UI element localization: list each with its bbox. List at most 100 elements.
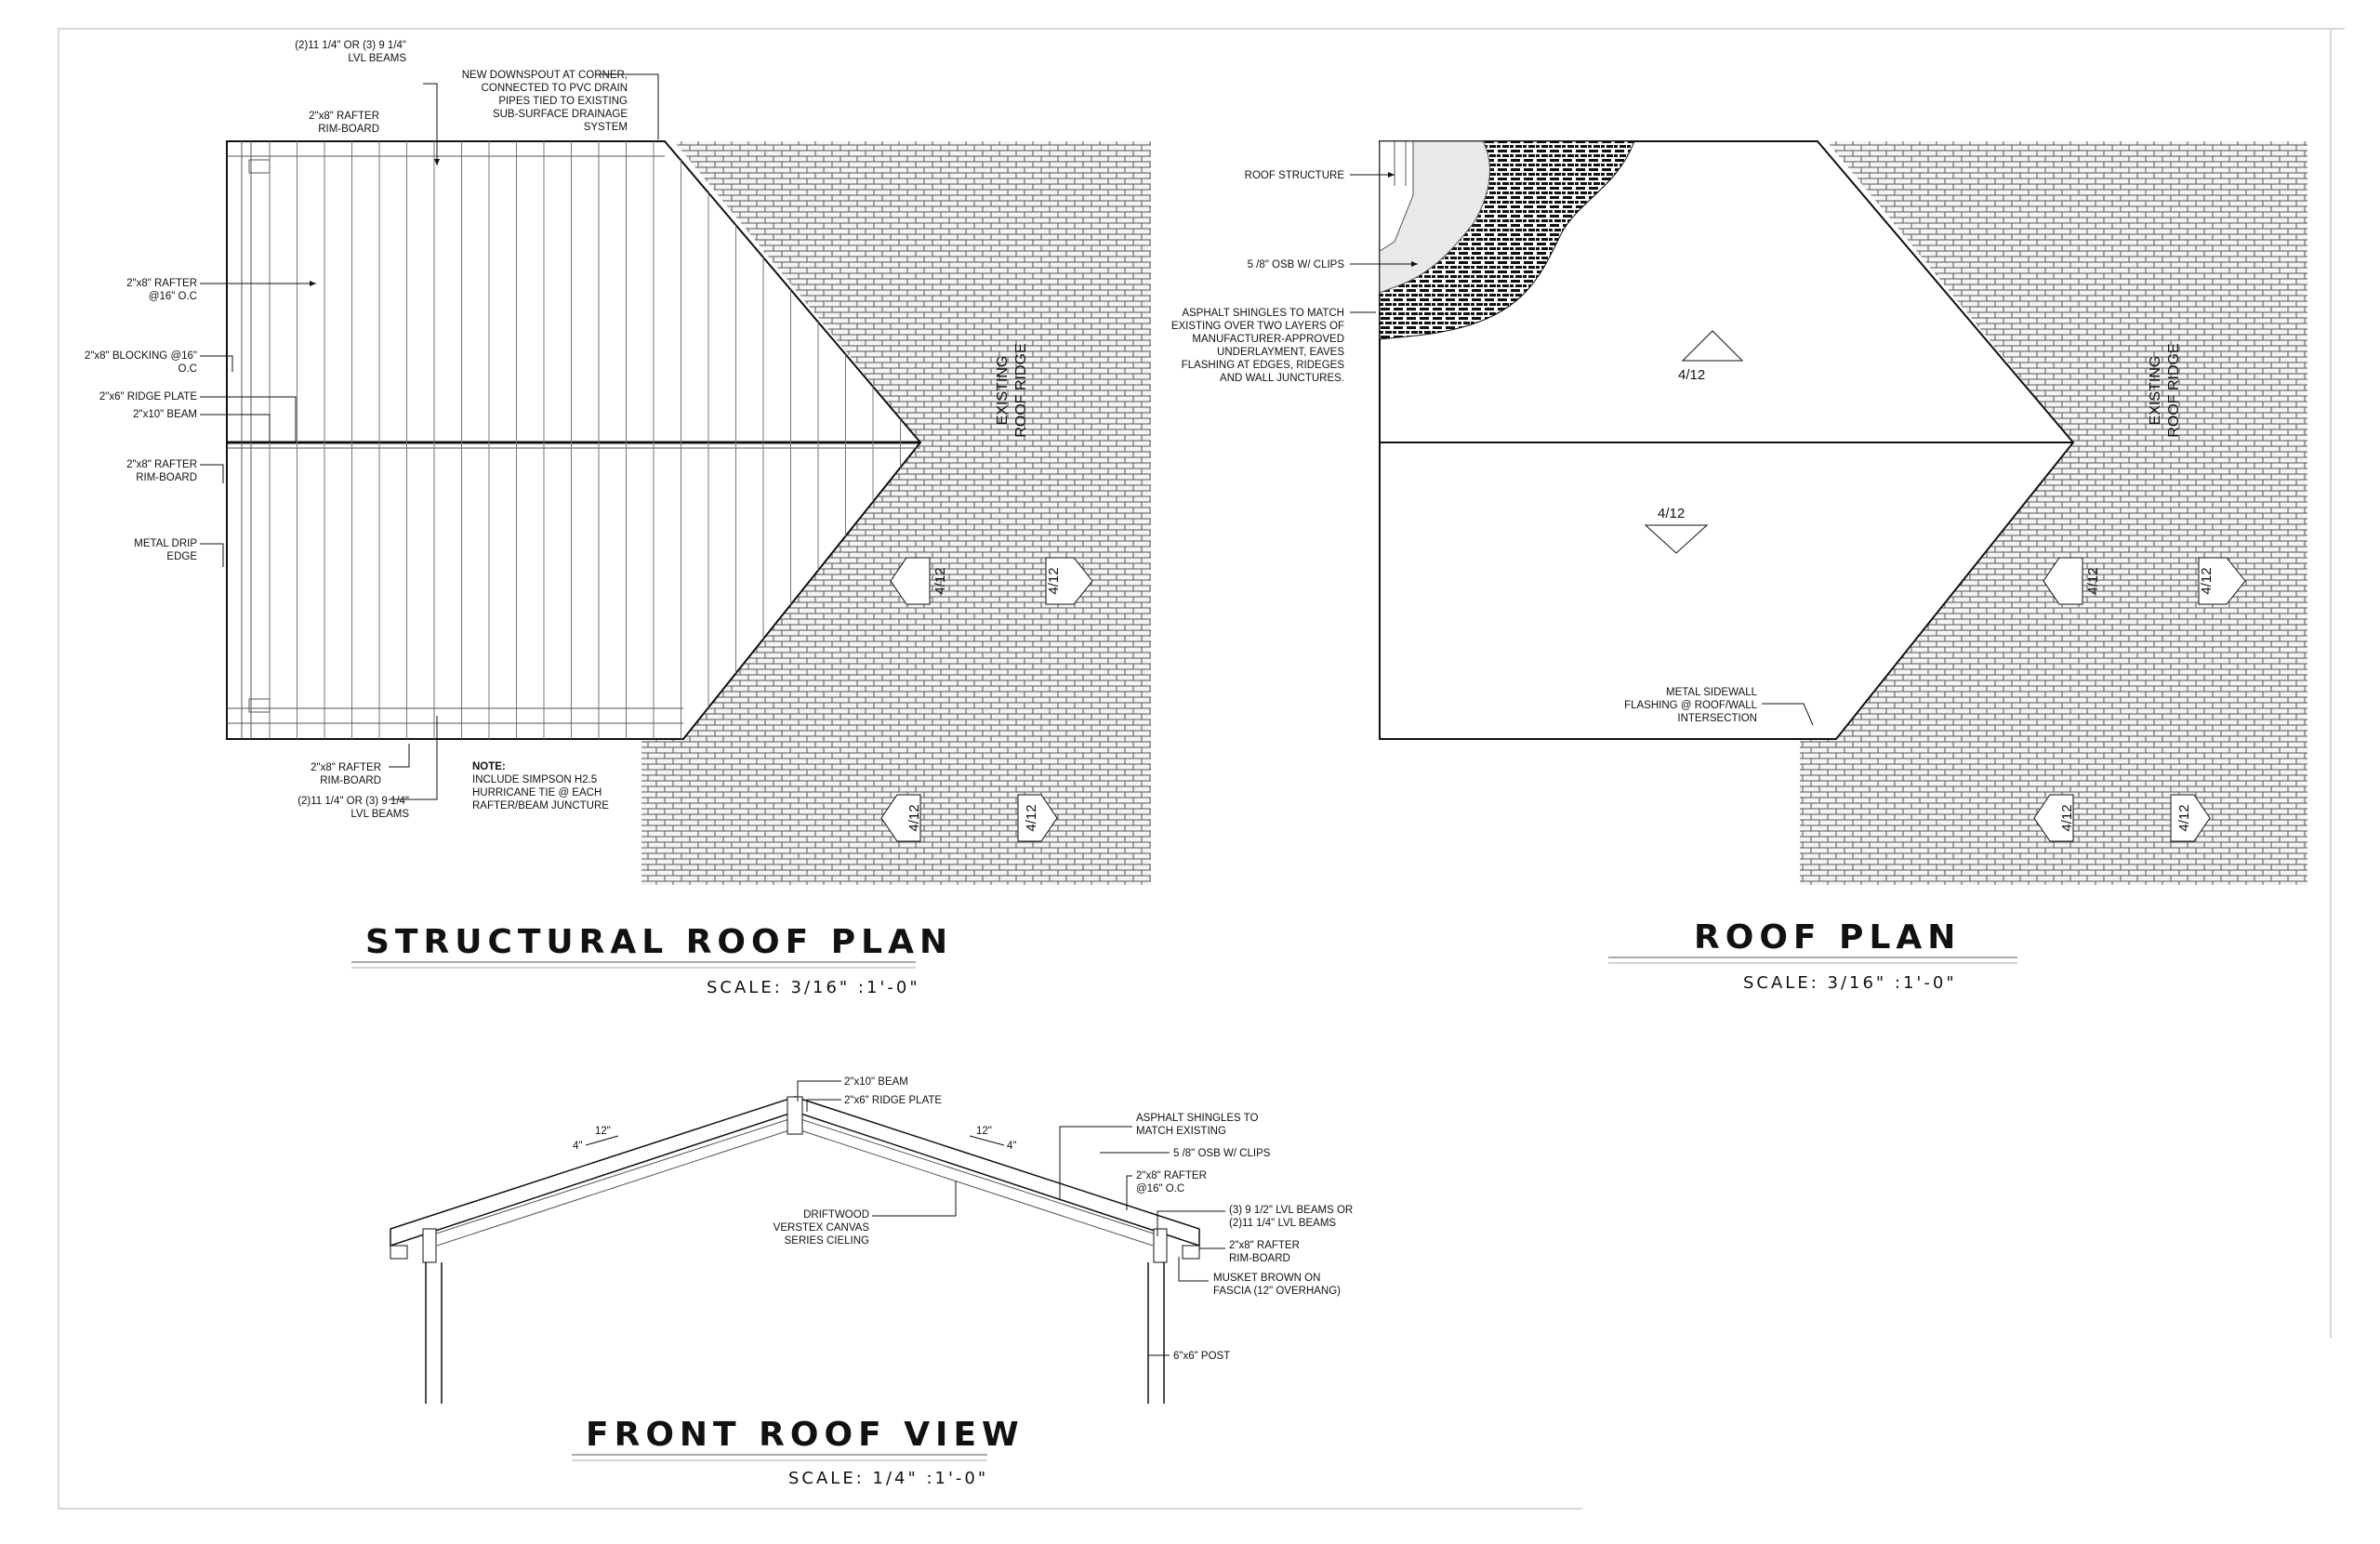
note-line-2: HURRICANE TIE @ EACH: [472, 787, 602, 798]
shingles-label-5: FLASHING AT EDGES, RIDEGES: [1182, 360, 1345, 371]
shingles-label-2: EXISTING OVER TWO LAYERS OF: [1171, 321, 1344, 332]
note-line-3: RAFTER/BEAM JUNCTURE: [472, 800, 609, 812]
svg-text:4/12: 4/12: [2059, 804, 2075, 831]
note-heading: NOTE:: [472, 761, 506, 772]
front-lvl-label-1: (3) 9 1/2" LVL BEAMS OR: [1229, 1205, 1353, 1216]
drip-edge-label-1: METAL DRIP: [134, 538, 197, 549]
front-rim-label-2: RIM-BOARD: [1229, 1253, 1290, 1264]
front-post-label: 6"x6" POST: [1173, 1351, 1230, 1362]
roof-plan-outline: [1379, 140, 2075, 740]
front-rafter-label-1: 2"x8" RAFTER: [1136, 1170, 1207, 1181]
svg-text:4/12: 4/12: [1678, 367, 1705, 383]
slope-arrow-right-plan-1: 4/12: [2043, 557, 2101, 605]
svg-text:4": 4": [1007, 1141, 1016, 1152]
roof-structure-label: ROOF STRUCTURE: [1245, 170, 1345, 181]
front-rim-label-1: 2"x8" RAFTER: [1229, 1240, 1300, 1251]
sidewall-label-2: FLASHING @ ROOF/WALL: [1624, 700, 1757, 711]
svg-text:4/12: 4/12: [1024, 804, 1039, 831]
slope-arrow-lower-right: 4/12: [1017, 794, 1058, 842]
front-ceiling-label-3: SERIES CIELING: [785, 1235, 869, 1247]
front-osb-label: 5 /8" OSB W/ CLIPS: [1173, 1148, 1271, 1159]
svg-text:4/12: 4/12: [2176, 804, 2192, 831]
rim-top-label-1: 2"x8" RAFTER: [309, 111, 379, 122]
existing-ridge-label-1: EXISTING: [995, 356, 1011, 426]
rafter-lines: [269, 141, 901, 739]
slope-arrow-right-plan-4: 4/12: [2170, 794, 2211, 842]
slope-arrow-right-plan-2: 4/12: [2198, 557, 2246, 605]
front-shingles-label-1: ASPHALT SHINGLES TO: [1136, 1113, 1259, 1124]
rim-top-label-2: RIM-BOARD: [318, 124, 379, 135]
downspout-label-1: NEW DOWNSPOUT AT CORNER,: [462, 70, 628, 81]
beam-label: 2"x10" BEAM: [133, 409, 197, 420]
ridge-beam-section: [787, 1096, 803, 1135]
front-ceiling-label-1: DRIFTWOOD: [803, 1209, 869, 1221]
sheet-border-bottom: [58, 1508, 1582, 1510]
lvl-bottom-label-1: (2)11 1/4" OR (3) 9 1/4": [298, 796, 409, 807]
structural-roof-plan-scale: SCALE: 3/16" :1'-0": [707, 978, 920, 997]
pitch-marker-right: 12" 4": [969, 1126, 1016, 1152]
roof-plan-scale: SCALE: 3/16" :1'-0": [1743, 973, 1957, 993]
structural-roof-outline: [226, 140, 922, 740]
sidewall-label-3: INTERSECTION: [1677, 713, 1757, 724]
existing-ridge-label-2: ROOF RIDGE: [1013, 343, 1029, 437]
downspout-label-3: PIPES TIED TO EXISTING: [498, 96, 628, 107]
svg-text:4/12: 4/12: [932, 567, 948, 594]
front-rafter-label-2: @16" O.C: [1136, 1183, 1184, 1194]
slope-arrow-right-plan-3: 4/12: [2033, 794, 2075, 842]
downspout-label-2: CONNECTED TO PVC DRAIN: [482, 83, 628, 94]
sheet-border-left: [58, 28, 60, 1510]
slope-arrow-left: 4/12: [890, 557, 948, 605]
roof-slope-left: [390, 1095, 796, 1247]
lvl-bottom-label-2: LVL BEAMS: [350, 809, 409, 820]
front-lvl-label-2: (2)11 1/4" LVL BEAMS: [1229, 1218, 1336, 1229]
shingles-label-6: AND WALL JUNCTURES.: [1220, 373, 1344, 384]
pitch-marker-left: 12" 4": [573, 1126, 619, 1152]
structural-roof-plan-title: STRUCTURAL ROOF PLAN: [365, 923, 953, 961]
svg-text:12": 12": [595, 1126, 611, 1137]
sheet-border-top: [58, 28, 2345, 30]
svg-text:4/12: 4/12: [1658, 506, 1685, 521]
shingles-label-3: MANUFACTURER-APPROVED: [1192, 334, 1344, 345]
slope-arrow-lower-left: 4/12: [880, 794, 922, 842]
downspout-label-4: SUB-SURFACE DRAINAGE: [493, 109, 628, 120]
rafter-label-2: @16" O.C: [149, 291, 197, 302]
front-ceiling-label-2: VERSTEX CANVAS: [774, 1222, 870, 1234]
lvl-top-label-1: (2)11 1/4" OR (3) 9 1/4": [295, 40, 406, 51]
front-fascia-label-1: MUSKET BROWN ON: [1213, 1273, 1320, 1284]
rim-left-label-1: 2"x8" RAFTER: [126, 459, 197, 470]
slope-triangle-down: 4/12: [1644, 506, 1709, 554]
svg-text:4/12: 4/12: [2085, 567, 2101, 594]
existing-ridge-label-right-1: EXISTING: [2148, 356, 2163, 426]
svg-text:4/12: 4/12: [2199, 567, 2215, 594]
shingles-label-4: UNDERLAYMENT, EAVES: [1217, 347, 1344, 358]
front-fascia-label-2: FASCIA (12" OVERHANG): [1213, 1286, 1341, 1297]
existing-roof-brick-hatch: [641, 141, 1151, 885]
slope-arrow-right: 4/12: [1045, 557, 1093, 605]
structural-roof-plan: EXISTING ROOF RIDGE 4/12 4/12 4/12 4/12: [85, 40, 1151, 997]
shingles-label-1: ASPHALT SHINGLES TO MATCH: [1182, 308, 1344, 319]
blocking-label-1: 2"x8" BLOCKING @16": [85, 350, 197, 362]
osb-label: 5 /8" OSB W/ CLIPS: [1248, 259, 1345, 271]
front-beam-label: 2"x10" BEAM: [844, 1076, 908, 1088]
rafter-label-1: 2"x8" RAFTER: [126, 278, 197, 289]
front-roof-view: 12" 4" 12" 4" 2"x10" BEAM: [390, 1076, 1353, 1488]
front-roof-view-title: FRONT ROOF VIEW: [586, 1416, 1025, 1454]
existing-roof-brick-hatch-right: [1800, 141, 2307, 885]
roof-plan: EXISTING ROOF RIDGE 4/12 4/12 4/12 4/12: [1171, 140, 2307, 993]
front-shingles-label-2: MATCH EXISTING: [1136, 1126, 1226, 1137]
front-ridge-plate-label: 2"x6" RIDGE PLATE: [844, 1095, 942, 1106]
slope-triangle-up: 4/12: [1678, 330, 1744, 383]
drip-edge-label-2: EDGE: [166, 551, 197, 562]
downspout-label-5: SYSTEM: [584, 122, 628, 133]
svg-text:12": 12": [976, 1126, 992, 1137]
roof-plan-title: ROOF PLAN: [1694, 918, 1961, 957]
sheet-border-right: [2330, 28, 2332, 1339]
sidewall-label-1: METAL SIDEWALL: [1666, 687, 1758, 698]
note-line-1: INCLUDE SIMPSON H2.5: [472, 774, 597, 785]
svg-text:4/12: 4/12: [1046, 567, 1062, 594]
lvl-top-label-2: LVL BEAMS: [348, 53, 406, 64]
front-roof-view-scale: SCALE: 1/4" :1'-0": [788, 1469, 988, 1488]
blocking-label-2: O.C: [178, 363, 197, 375]
rim-bottom-label-2: RIM-BOARD: [320, 775, 381, 786]
